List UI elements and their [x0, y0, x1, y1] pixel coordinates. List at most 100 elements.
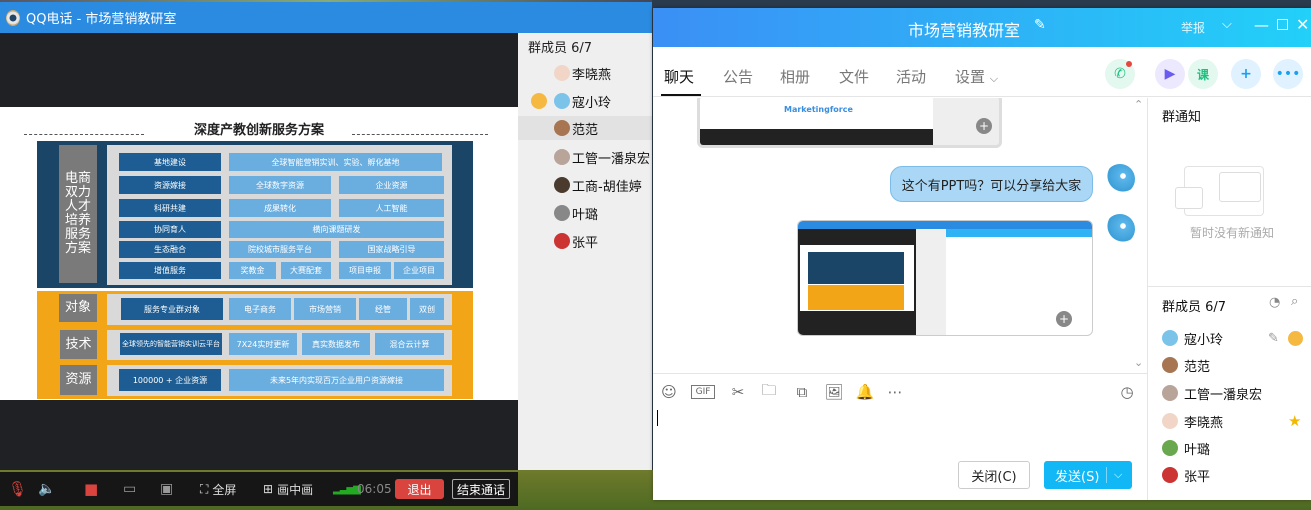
call-member-item[interactable]: 叶璐 [518, 201, 652, 225]
member-name: 张平 [572, 235, 599, 251]
avatar [554, 93, 570, 109]
tab-settings[interactable]: 设置 ⌵ [955, 68, 999, 86]
pip-label: 画中画 [277, 482, 314, 497]
add-app-icon[interactable]: + [1231, 59, 1261, 89]
message-list[interactable]: Marketingforce + ⌃ 这个有PPT吗？可以分享给大家 + ⌄ [653, 98, 1147, 373]
chevron-down-icon[interactable]: ⌵ [1222, 17, 1232, 32]
speaker-icon[interactable]: 🔈 [38, 481, 56, 497]
slide-cell: 全球数字资源 [229, 176, 331, 194]
folder-icon[interactable]: 🗀 [761, 380, 777, 399]
slide-cell: 市场营销 [294, 298, 356, 320]
chat-title-bar[interactable]: 市场营销教研室 ✎ 举报 ⌵ — ✕ [653, 8, 1311, 47]
send-options-chevron-icon[interactable]: ⌵ [1114, 468, 1123, 481]
avatar[interactable] [1105, 214, 1135, 244]
edit-name-icon[interactable]: ✎ [1034, 17, 1046, 33]
maximize-icon[interactable] [1277, 19, 1288, 30]
screen-share-icon[interactable]: ▭ [123, 481, 137, 497]
avatar [554, 205, 570, 221]
slide-cell: 全球智能营销实训、实验、孵化基地 [229, 153, 442, 171]
close-icon[interactable]: ✕ [1296, 15, 1310, 34]
avatar [1162, 357, 1178, 373]
slide-side-label: 电商双力人才培养服务方案 [59, 145, 97, 283]
member-item[interactable]: 叶璐 [1162, 437, 1210, 459]
slide-cell: 奖教金 [229, 262, 276, 279]
tab-files[interactable]: 文件 [839, 68, 870, 86]
image-icon[interactable]: 🖼 [824, 383, 844, 401]
history-clock-icon[interactable]: ◷ [1120, 383, 1134, 401]
call-member-item[interactable]: 工管一潘泉宏 [518, 145, 652, 169]
avatar [1162, 467, 1178, 483]
call-member-item[interactable]: 范范 [518, 116, 652, 140]
member-item[interactable]: 工管一潘泉宏 [1162, 382, 1262, 404]
camera-off-icon[interactable]: ■ [84, 480, 99, 498]
member-item[interactable]: 李晓燕★ [1162, 410, 1301, 432]
call-member-item[interactable]: 张平 [518, 229, 652, 253]
zoom-in-icon[interactable]: + [1056, 311, 1072, 327]
members-header: 群成员 6/7 [1162, 300, 1227, 315]
report-link[interactable]: 举报 [1181, 21, 1206, 35]
member-chat-icon[interactable]: ◔ [1269, 295, 1281, 310]
zoom-in-icon[interactable]: + [976, 118, 992, 134]
edit-icon[interactable]: ✎ [1268, 330, 1279, 346]
shared-image-message[interactable]: + [797, 220, 1093, 336]
call-member-item[interactable]: 李晓燕 [518, 61, 652, 85]
end-call-button[interactable]: 结束通话 [452, 479, 510, 499]
close-button[interactable]: 关闭(C) [958, 461, 1030, 489]
qq-call-window: QQ电话 - 市场营销教研室 深度产教创新服务方案 电商双力人才培养服务方案 基… [0, 2, 652, 470]
group-side-panel: 群通知 暂时没有新通知 群成员 6/7 ◔ ⌕ 寇小玲✎ 范范 工管一潘泉宏 李… [1147, 98, 1311, 500]
tab-announcement[interactable]: 公告 [723, 68, 754, 86]
more-options-icon[interactable]: ⋯ [887, 383, 903, 401]
call-timer: 06:05 [357, 482, 392, 496]
slide-cell: 双创 [410, 298, 444, 320]
call-title-bar[interactable]: QQ电话 - 市场营销教研室 [0, 2, 652, 33]
pip-icon: ⊞ [263, 482, 274, 496]
video-call-icon[interactable]: ▶ [1155, 59, 1185, 89]
shared-image-message[interactable]: Marketingforce + [697, 98, 1002, 148]
tab-album[interactable]: 相册 [780, 68, 811, 86]
slide-cell: 服务专业群对象 [121, 298, 223, 320]
avatar [1162, 330, 1178, 346]
member-item[interactable]: 张平 [1162, 464, 1210, 486]
input-toolbar: ☺ GIF ✂ 🗀 ⧉ 🖼 🔔 ⋯ ◷ [653, 373, 1147, 409]
bell-icon[interactable]: 🔔 [855, 383, 875, 401]
qq-call-logo-icon [6, 9, 20, 26]
message-input[interactable] [653, 409, 1147, 459]
slide-cell: 资源嫁接 [119, 176, 221, 194]
avatar [554, 120, 570, 136]
search-icon[interactable]: ⌕ [1291, 294, 1299, 309]
emoji-icon[interactable]: ☺ [661, 383, 677, 401]
member-name: 寇小玲 [1184, 332, 1224, 348]
exit-button[interactable]: 退出 [395, 479, 444, 499]
slide-cell: 真实数据发布 [302, 333, 370, 355]
member-name: 张平 [1184, 469, 1211, 485]
slide-cell: 企业资源 [339, 176, 444, 194]
notice-title: 群通知 [1162, 110, 1202, 125]
member-item[interactable]: 寇小玲 ✎ [1162, 327, 1303, 349]
call-member-item[interactable]: 寇小玲 [518, 89, 652, 113]
voice-call-icon[interactable]: ✆ [1105, 59, 1135, 89]
fullscreen-button[interactable]: ⛶全屏 [200, 481, 236, 498]
avatar[interactable] [1105, 164, 1135, 194]
scroll-down-icon[interactable]: ⌄ [1134, 356, 1144, 369]
member-item[interactable]: 范范 [1162, 354, 1210, 376]
chat-tabs: 聊天 公告 相册 文件 活动 设置 ⌵ ✆ ▶ 课 + ••• [653, 47, 1311, 97]
star-badge-icon: ★ [1288, 412, 1302, 430]
class-icon[interactable]: 课 [1188, 59, 1218, 89]
gif-icon[interactable]: GIF [691, 385, 715, 399]
scissors-icon[interactable]: ✂ [731, 383, 745, 401]
more-icon[interactable]: ••• [1273, 59, 1303, 89]
slide-cell: 院校城市服务平台 [229, 241, 331, 258]
tab-chat[interactable]: 聊天 [664, 68, 695, 86]
send-button[interactable]: 发送(S)⌵ [1044, 461, 1132, 489]
member-name: 范范 [572, 122, 599, 138]
scroll-up-icon[interactable]: ⌃ [1134, 98, 1144, 111]
mic-muted-icon[interactable]: 🎙 [8, 480, 28, 498]
pip-button[interactable]: ⊞画中画 [263, 481, 313, 498]
screenshot-tool-icon[interactable]: ⧉ [796, 383, 808, 401]
slide-top-section: 电商双力人才培养服务方案 基地建设 全球智能营销实训、实验、孵化基地 资源嫁接 … [37, 141, 473, 288]
whiteboard-icon[interactable]: ▣ [160, 481, 174, 497]
minimize-icon[interactable]: — [1254, 16, 1269, 34]
tab-activity[interactable]: 活动 [896, 68, 927, 86]
call-member-item[interactable]: 工商-胡佳婷 [518, 173, 652, 197]
owner-icon [1288, 330, 1303, 346]
